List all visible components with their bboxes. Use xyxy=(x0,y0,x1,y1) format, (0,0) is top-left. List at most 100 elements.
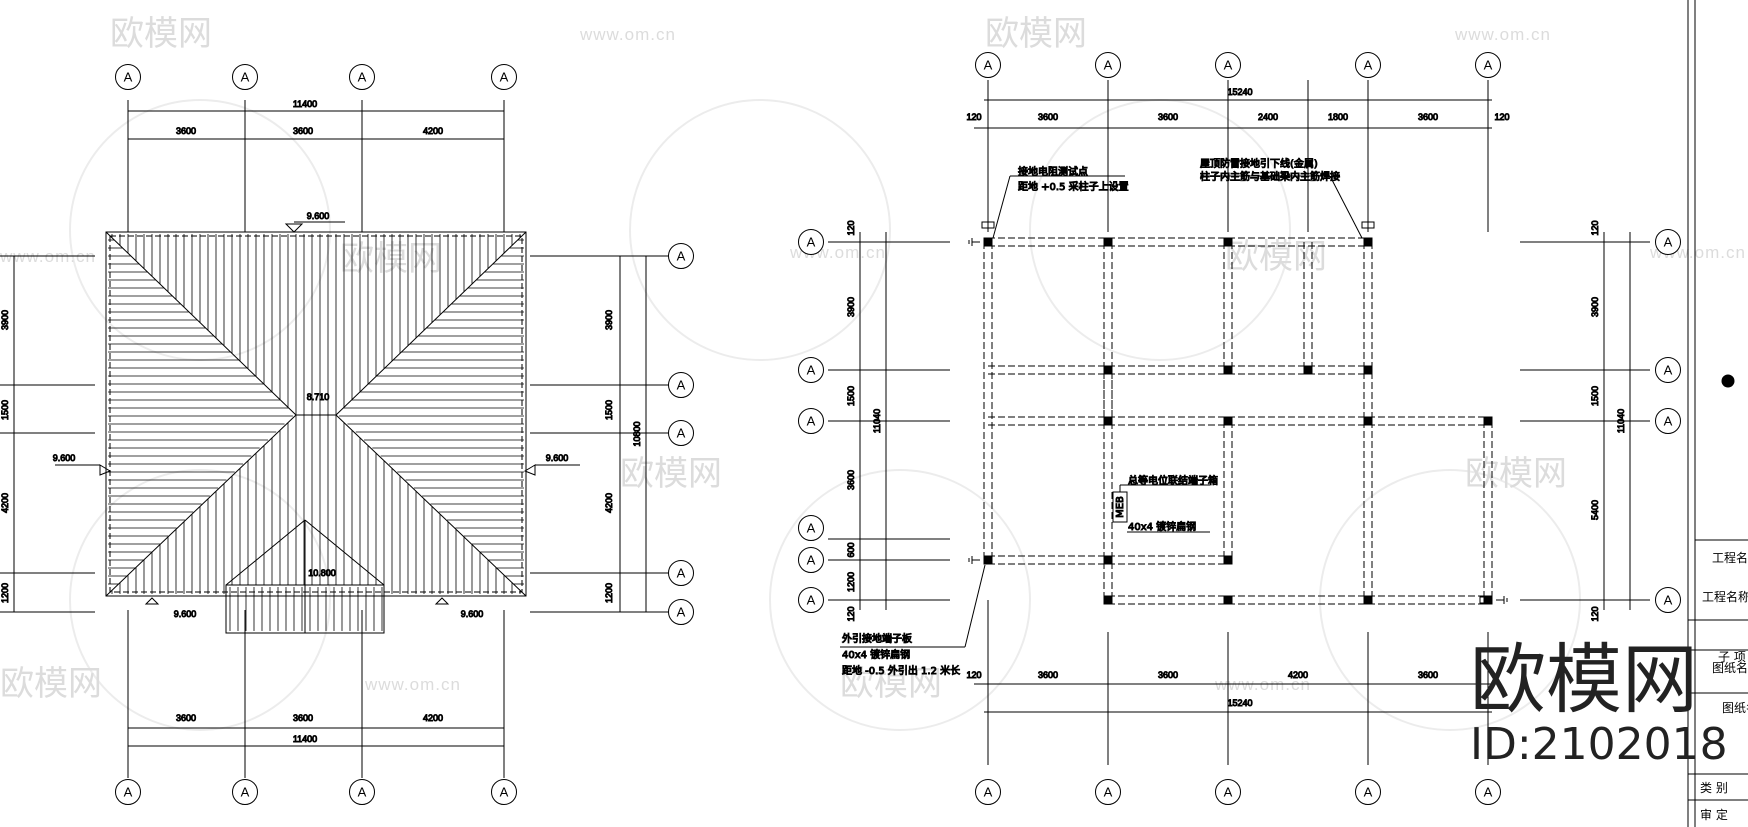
roof-dim: 3600 xyxy=(176,713,196,723)
column-marker xyxy=(1363,416,1373,426)
axis-bubble-label: A xyxy=(807,235,816,250)
ground-total-bottom: 15240 xyxy=(1227,698,1252,708)
axis-bubble-circle xyxy=(1215,52,1241,78)
axis-bubble-label: A xyxy=(241,70,250,85)
roof-dim: 4200 xyxy=(423,713,443,723)
axis-bubble-circle xyxy=(1215,779,1241,805)
roof-dim: 1500 xyxy=(0,400,10,420)
watermark-text: 欧模网 xyxy=(1225,237,1327,277)
ground-dim: 3900 xyxy=(1590,297,1600,317)
meb-label: MEB xyxy=(1115,496,1126,518)
column-marker xyxy=(1103,595,1113,605)
elevation-marker xyxy=(284,223,304,233)
axis-bubble: A xyxy=(1215,779,1241,805)
axis-bubble: A xyxy=(668,372,694,398)
column-marker xyxy=(1303,365,1313,375)
axis-bubble: A xyxy=(668,420,694,446)
axis-bubble: A xyxy=(798,357,824,383)
axis-bubble-circle xyxy=(668,599,694,625)
note-ext-steel: 40x4 镀锌扁钢 xyxy=(842,648,910,661)
watermark-text: 欧模网 xyxy=(1465,454,1567,494)
tb-drawing-name: 图纸名称 xyxy=(1712,660,1748,675)
column-markers xyxy=(983,237,1493,605)
axis-bubble-circle xyxy=(668,560,694,586)
roof-dim: 4200 xyxy=(423,126,443,136)
test-point-box xyxy=(1361,221,1375,229)
axis-bubble-label: A xyxy=(1664,363,1673,378)
note-roof-downlead: 屋顶防雷接地引下线(金属) xyxy=(1200,157,1318,170)
axis-bubble-label: A xyxy=(1104,58,1113,73)
axis-bubble-label: A xyxy=(1104,785,1113,800)
ground-dim: 1500 xyxy=(846,386,856,406)
ground-dim: 3600 xyxy=(1418,670,1438,680)
ground-terminal xyxy=(968,238,980,246)
axis-bubble: A xyxy=(1095,52,1121,78)
note-rebar-weld: 柱子内主筋与基础梁内主筋焊接 xyxy=(1200,170,1340,183)
axis-bubble-label: A xyxy=(124,785,133,800)
watermark-url: www.om.cn xyxy=(364,675,461,694)
roof-hatch xyxy=(108,234,524,631)
axis-bubble-label: A xyxy=(1664,593,1673,608)
roof-total-right: 10800 xyxy=(632,421,642,446)
column-marker xyxy=(1103,365,1113,375)
roof-dim: 1500 xyxy=(604,400,614,420)
column-marker xyxy=(1363,365,1373,375)
ground-total-top: 15240 xyxy=(1227,87,1252,97)
brand-name: 欧模网 xyxy=(1470,635,1698,724)
axis-bubble-circle xyxy=(115,779,141,805)
axis-bubble: A xyxy=(1355,779,1381,805)
note-ext-terminal: 外引接地端子板 xyxy=(842,632,912,645)
roof-total-top: 11400 xyxy=(293,99,317,109)
roof-elev-bottom-left: 9.600 xyxy=(174,609,197,619)
axis-bubble: A xyxy=(1655,408,1681,434)
axis-bubble-circle xyxy=(1655,587,1681,613)
ground-dim: 3600 xyxy=(1038,112,1058,122)
axis-bubble-circle xyxy=(349,64,375,90)
ground-edge: 120 xyxy=(1494,112,1509,122)
axis-bubble: A xyxy=(115,779,141,805)
axis-bubble: A xyxy=(232,64,258,90)
roof-elev-right: 9.600 xyxy=(546,453,569,463)
axis-bubble-label: A xyxy=(358,785,367,800)
axis-bubble: A xyxy=(1355,52,1381,78)
roof-dim: 4200 xyxy=(604,493,614,513)
test-point-box xyxy=(1479,596,1493,604)
axis-bubble-label: A xyxy=(807,521,816,536)
roof-elev-left: 9.600 xyxy=(53,453,76,463)
axis-bubble-label: A xyxy=(677,605,686,620)
axis-bubble-circle xyxy=(668,372,694,398)
ground-dim: 2400 xyxy=(1258,112,1278,122)
watermark-text: 欧模网 xyxy=(340,239,442,279)
axis-bubble-circle xyxy=(1475,52,1501,78)
axis-bubble-label: A xyxy=(1664,235,1673,250)
ground-edge: 120 xyxy=(846,220,856,235)
column-marker xyxy=(1363,237,1373,247)
axis-bubble-label: A xyxy=(807,553,816,568)
axis-bubble-label: A xyxy=(500,70,509,85)
axis-bubble-circle xyxy=(798,587,824,613)
ground-dim: 4200 xyxy=(1288,670,1308,680)
ground-dim: 3900 xyxy=(846,297,856,317)
axis-bubble-label: A xyxy=(358,70,367,85)
axis-bubble: A xyxy=(491,779,517,805)
ground-terminal xyxy=(968,556,980,564)
axis-bubble: A xyxy=(668,599,694,625)
axis-bubble: A xyxy=(798,547,824,573)
watermark-text: 欧模网 xyxy=(0,664,102,704)
roof-dim: 3600 xyxy=(293,713,313,723)
column-marker xyxy=(1103,555,1113,565)
roof-dims-bottom: 3600 3600 4200 11400 xyxy=(127,610,505,778)
axis-bubble-label: A xyxy=(500,785,509,800)
roof-elev-porch: 10.800 xyxy=(308,568,336,578)
roof-elev-ridge: 9.600 xyxy=(307,211,330,221)
ground-dim: 600 xyxy=(846,542,856,557)
column-marker xyxy=(1223,365,1233,375)
axis-bubble: A xyxy=(798,515,824,541)
roof-dim: 3900 xyxy=(0,310,10,330)
column-marker xyxy=(1483,595,1493,605)
watermark-text: 欧模网 xyxy=(840,664,942,704)
watermark-text: 欧模网 xyxy=(620,454,722,494)
axis-bubble-circle xyxy=(491,779,517,805)
axis-bubble-circle xyxy=(1655,229,1681,255)
axis-bubble-label: A xyxy=(1224,58,1233,73)
